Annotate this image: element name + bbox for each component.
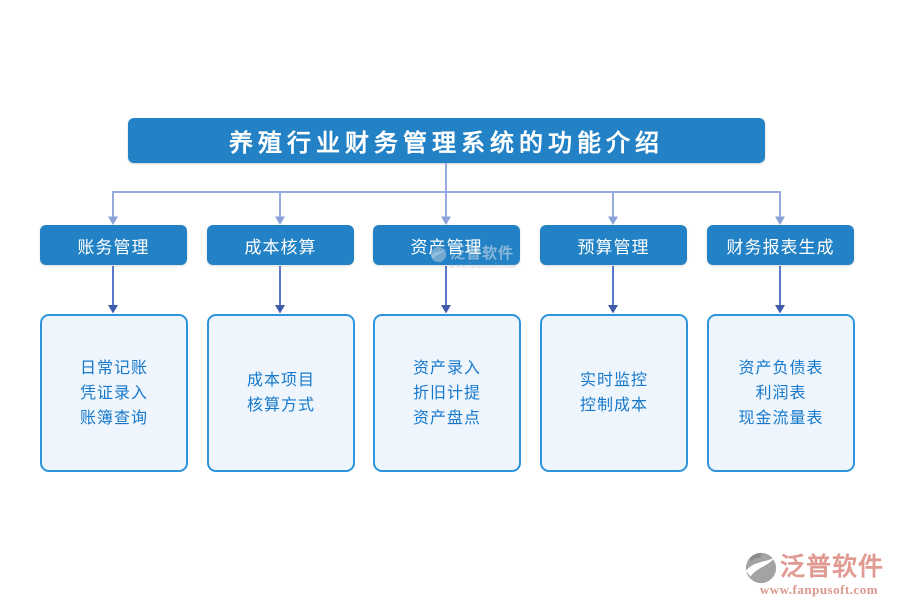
- branch-box-account-management: 账务管理: [40, 225, 187, 265]
- leaf-item: 实时监控: [579, 372, 648, 389]
- upper-tree-lines: [112, 163, 781, 217]
- leaf-box-budget-management: 实时监控 控制成本: [540, 314, 688, 472]
- leaf-item: 资产盘点: [412, 409, 481, 427]
- branch-label: 账务管理: [77, 237, 150, 257]
- lower-arrowheads: [108, 305, 785, 314]
- leaf-item: 控制成本: [579, 397, 648, 414]
- leaf-item: 凭证录入: [79, 384, 148, 402]
- leaf-item: 资产负债表: [738, 359, 824, 377]
- upper-arrowheads: [108, 216, 785, 225]
- branch-label: 财务报表生成: [726, 237, 835, 257]
- leaf-box-report-generation: 资产负债表 利润表 现金流量表: [707, 314, 855, 472]
- branch-label: 预算管理: [577, 237, 650, 257]
- leaf-item: 利润表: [755, 384, 807, 402]
- leaf-item: 资产录入: [412, 359, 481, 377]
- leaf-item: 日常记账: [79, 359, 148, 377]
- leaf-item: 折旧计提: [412, 384, 481, 402]
- branch-box-report-generation: 财务报表生成: [707, 225, 854, 265]
- leaf-box-asset-management: 资产录入 折旧计提 资产盘点: [373, 314, 521, 472]
- branch-box-cost-accounting: 成本核算: [207, 225, 354, 265]
- branch-box-asset-management: 资产管理: [373, 225, 520, 265]
- leaf-box-cost-accounting: 成本项目 核算方式: [207, 314, 355, 472]
- footer-brand-name: 泛普软件: [780, 554, 885, 581]
- branch-box-budget-management: 预算管理: [540, 225, 687, 265]
- lower-arrow-lines: [112, 266, 781, 306]
- leaf-item: 成本项目: [246, 372, 315, 389]
- leaf-box-account-management: 日常记账 凭证录入 账簿查询: [40, 314, 188, 472]
- footer-brand-url: www.fanpusoft.com: [759, 582, 879, 597]
- leaf-item: 核算方式: [246, 397, 315, 414]
- diagram-title: 养殖行业财务管理系统的功能介绍: [128, 118, 765, 163]
- branch-label: 资产管理: [410, 237, 483, 257]
- branch-label: 成本核算: [244, 237, 317, 257]
- leaf-item: 现金流量表: [738, 409, 824, 427]
- leaf-item: 账簿查询: [79, 409, 148, 427]
- fanpu-logo-icon: [745, 552, 777, 584]
- diagram-title-text: 养殖行业财务管理系统的功能介绍: [229, 131, 664, 157]
- footer-brand: 泛普软件 www.fanpusoft.com: [744, 551, 894, 598]
